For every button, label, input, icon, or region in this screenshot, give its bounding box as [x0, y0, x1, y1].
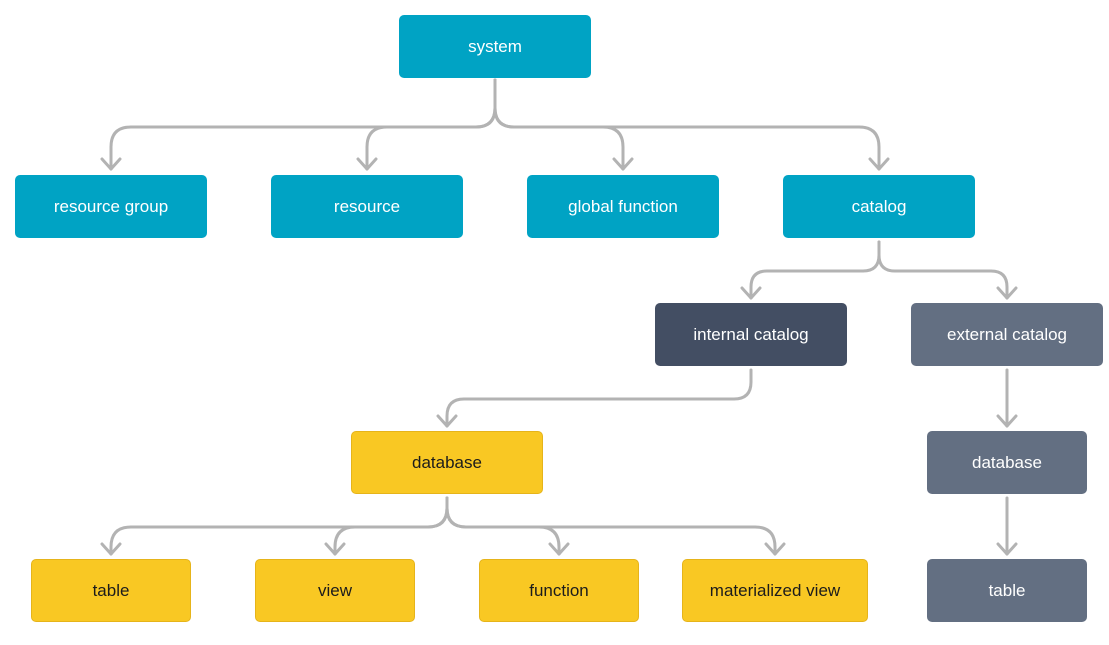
connector-catalog-internal-catalog	[749, 240, 881, 300]
node-external-catalog: external catalog	[911, 303, 1103, 366]
arrowhead	[996, 414, 1018, 428]
arrowhead	[548, 542, 570, 556]
arrowhead	[996, 286, 1018, 300]
node-catalog: catalog	[783, 175, 975, 238]
arrowhead	[740, 286, 762, 300]
node-resource: resource	[271, 175, 463, 238]
connector-system-catalog	[493, 78, 881, 171]
node-global-function: global function	[527, 175, 719, 238]
node-system: system	[399, 15, 591, 78]
connector-system-global-function	[493, 78, 625, 171]
arrowhead	[996, 542, 1018, 556]
connector-database-materialized-view	[445, 496, 777, 556]
arrowhead	[436, 414, 458, 428]
connector-system-resource-group	[109, 78, 497, 171]
node-resource-group: resource group	[15, 175, 207, 238]
arrowhead	[868, 157, 890, 171]
arrowhead	[324, 542, 346, 556]
connector-internal-catalog-database	[445, 368, 753, 428]
node-function: function	[479, 559, 639, 622]
arrowhead	[764, 542, 786, 556]
arrowhead	[100, 542, 122, 556]
node-table: table	[31, 559, 191, 622]
node-external-table: table	[927, 559, 1087, 622]
node-database: database	[351, 431, 543, 494]
node-external-database: database	[927, 431, 1087, 494]
node-internal-catalog: internal catalog	[655, 303, 847, 366]
node-materialized-view: materialized view	[682, 559, 868, 622]
connector-catalog-external-catalog	[877, 240, 1009, 300]
arrowhead	[356, 157, 378, 171]
node-view: view	[255, 559, 415, 622]
connector-database-view	[333, 496, 449, 556]
connector-database-table	[109, 496, 449, 556]
arrowhead	[612, 157, 634, 171]
connector-database-function	[445, 496, 561, 556]
arrowhead	[100, 157, 122, 171]
connector-system-resource	[365, 78, 497, 171]
